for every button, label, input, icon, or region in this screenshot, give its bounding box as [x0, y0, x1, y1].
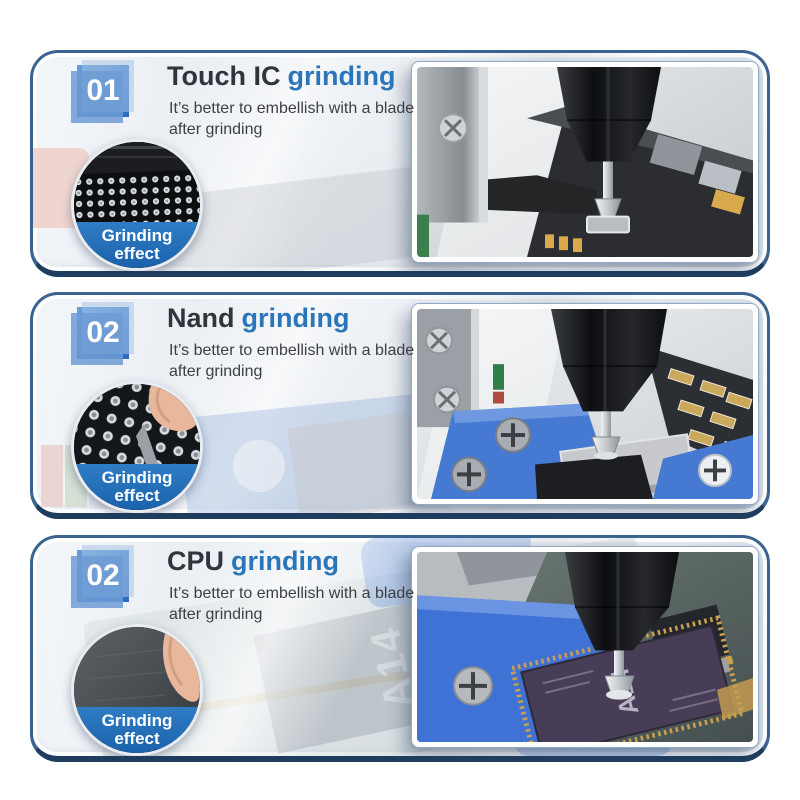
- panel-photo-frame: A14: [411, 546, 759, 748]
- step-number-badge: 02: [71, 545, 134, 608]
- touch-ic-grinding-photo: [417, 67, 753, 257]
- faded-component-strip: [41, 445, 63, 507]
- step-number-badge: 02: [71, 302, 134, 365]
- grinding-effect-inset: Grinding effect: [71, 624, 203, 756]
- panel-title-accent: grinding: [241, 303, 350, 333]
- panel-subtitle: It’s better to embellish with a blade af…: [169, 342, 415, 380]
- panel-title-accent: grinding: [231, 546, 339, 576]
- panel-title-accent: grinding: [287, 61, 396, 91]
- grinding-effect-label: Grinding effect: [74, 707, 200, 753]
- faded-clamp-background: [177, 391, 449, 513]
- panel-photo-frame: [411, 303, 759, 505]
- grinding-effect-label: Grinding effect: [74, 222, 200, 268]
- panel-title-main: CPU: [167, 546, 225, 576]
- step-number-badge: 01: [71, 60, 134, 123]
- nand-grinding-photo: [417, 309, 753, 499]
- panel-subtitle: It’s better to embellish with a blade af…: [169, 585, 415, 623]
- grinding-effect-inset: Grinding effect: [71, 381, 203, 513]
- panel-title-main: Touch IC: [167, 61, 281, 91]
- grinding-effect-inset: Grinding effect: [71, 139, 203, 271]
- grinding-effect-label: Grinding effect: [74, 464, 200, 510]
- cpu-grinding-photo: A14: [417, 552, 753, 742]
- panel-subtitle: It’s better to embellish with a blade af…: [169, 100, 415, 138]
- panel-photo-frame: [411, 61, 759, 263]
- faded-screw-background: [233, 440, 285, 492]
- panel-title-main: Nand: [167, 303, 235, 333]
